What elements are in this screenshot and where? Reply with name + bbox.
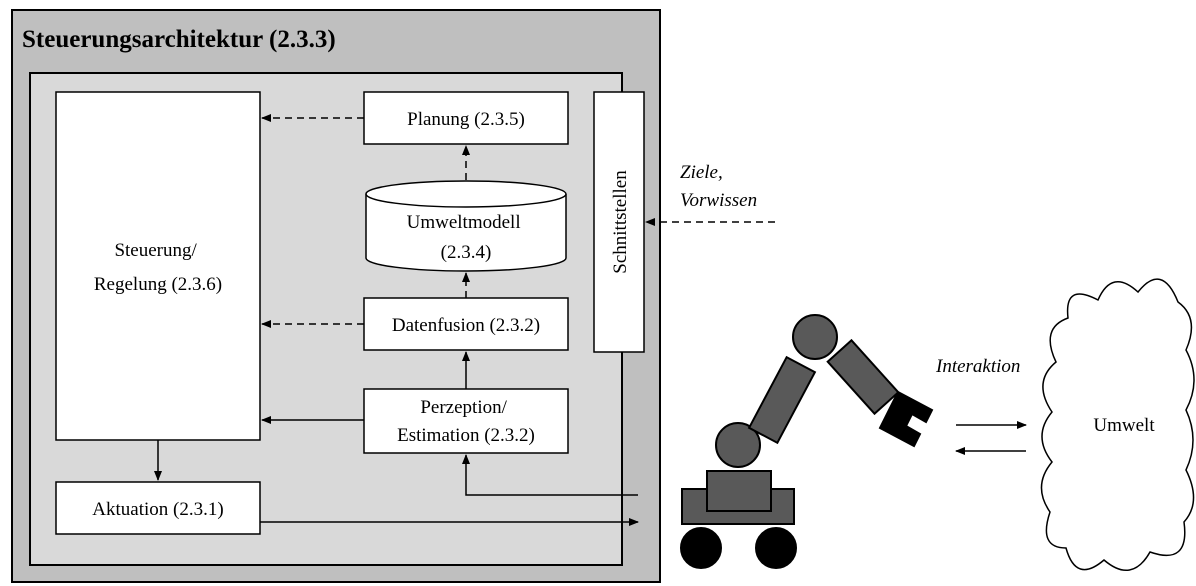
- robot-base: [706, 470, 772, 512]
- umweltmodell-cylinder-top: [365, 180, 567, 208]
- robot-icon: [680, 314, 934, 569]
- schnittstellen-label: Schnittstellen: [610, 170, 631, 274]
- robot-arm-lower: [747, 355, 817, 445]
- robot-gripper: [878, 390, 934, 448]
- architecture-title: Steuerungsarchitektur (2.3.3): [22, 26, 336, 53]
- robot-wheel-left: [680, 527, 722, 569]
- planung-label: Planung (2.3.5): [407, 109, 525, 130]
- robot-joint-base: [715, 422, 761, 468]
- umwelt-cloud: [1040, 278, 1195, 572]
- arrow-sensor-perzeption: [462, 454, 638, 496]
- aktuation-label: Aktuation (2.3.1): [92, 499, 223, 520]
- planung-box: [363, 91, 569, 145]
- umweltmodell-label: Umweltmodell (2.3.4): [407, 212, 526, 263]
- robot-wheel-right: [755, 527, 797, 569]
- perzeption-label: Perzeption/ Estimation (2.3.2): [397, 397, 535, 446]
- robot-joint-elbow: [792, 314, 838, 360]
- schnittstellen-box: [593, 91, 645, 353]
- aktuation-box: [55, 481, 261, 535]
- robot-arm-upper: [826, 338, 900, 416]
- ziele-annotation: Ziele, Vorwissen: [680, 162, 757, 211]
- steuerung-label: Steuerung/ Regelung (2.3.6): [94, 240, 222, 295]
- datenfusion-label: Datenfusion (2.3.2): [392, 315, 540, 336]
- umweltmodell-cylinder: [365, 194, 567, 272]
- interaktion-annotation: Interaktion: [935, 356, 1020, 377]
- umwelt-label: Umwelt: [1093, 415, 1155, 436]
- steuerung-box: [55, 91, 261, 441]
